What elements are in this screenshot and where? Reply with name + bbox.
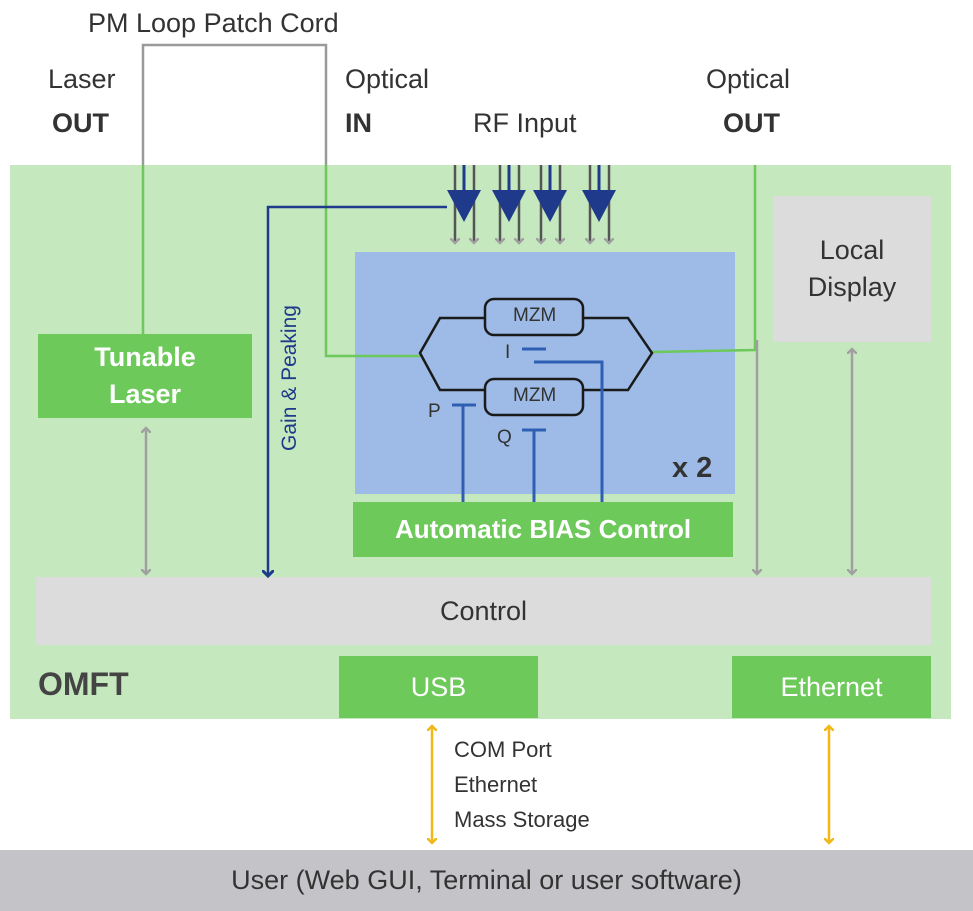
gain-peaking-line — [268, 205, 447, 576]
abc-label: Automatic BIAS Control — [394, 514, 692, 544]
rf-arrow-2 — [492, 165, 526, 243]
ethernet-label: Ethernet — [780, 671, 883, 702]
bias-q-label: Q — [497, 427, 512, 448]
optical-in-label-1: Optical — [345, 64, 430, 94]
patch-cord-label: PM Loop Patch Cord — [88, 8, 339, 38]
protocol-ethernet: Ethernet — [454, 772, 538, 797]
rf-arrow-4 — [582, 165, 616, 243]
laser-out-label-2: OUT — [52, 108, 109, 138]
bias-electrodes — [452, 347, 604, 502]
usb-block: USB — [339, 656, 538, 718]
ethernet-block: Ethernet — [732, 656, 931, 718]
tunable-laser-block: Tunable Laser — [38, 334, 252, 418]
patch-cord-line — [141, 43, 328, 165]
omft-label: OMFT — [38, 666, 129, 702]
usb-label: USB — [410, 671, 467, 702]
automatic-bias-control-block: Automatic BIAS Control — [353, 502, 733, 557]
optical-in-fiber — [324, 165, 420, 358]
mzm-top-label: MZM — [513, 305, 557, 326]
bias-i-label: I — [505, 342, 511, 363]
local-display-block: Local Display — [773, 196, 931, 342]
optical-out-label-2: OUT — [723, 108, 780, 138]
laser-out-label-1: Laser — [48, 64, 116, 94]
optical-out-fiber — [651, 165, 757, 354]
protocol-com-port: COM Port — [454, 737, 552, 762]
mzm-interferometer — [418, 297, 654, 417]
control-label: Control — [439, 595, 528, 626]
gain-peaking-label: Gain & Peaking — [278, 305, 301, 451]
protocol-mass-storage: Mass Storage — [454, 807, 590, 832]
modulator-area — [355, 252, 735, 494]
bias-p-label: P — [428, 401, 441, 422]
local-display-label-2: Display — [807, 272, 897, 302]
control-block: Control — [36, 577, 931, 645]
rf-input-arrows — [447, 165, 616, 243]
optical-out-label-1: Optical — [706, 64, 791, 94]
rf-arrow-1 — [447, 165, 481, 243]
optical-in-label-2: IN — [345, 108, 372, 138]
local-display-label-1: Local — [819, 235, 885, 265]
multiplier-label: x 2 — [672, 452, 713, 484]
rf-arrow-3 — [533, 165, 567, 243]
user-label: User (Web GUI, Terminal or user software… — [231, 865, 742, 895]
mzm-bottom-label: MZM — [513, 385, 557, 406]
tunable-laser-label-2: Laser — [108, 379, 182, 409]
user-bar: User (Web GUI, Terminal or user software… — [0, 850, 973, 911]
rf-input-label: RF Input — [473, 108, 577, 138]
tunable-laser-label-1: Tunable — [94, 342, 196, 372]
